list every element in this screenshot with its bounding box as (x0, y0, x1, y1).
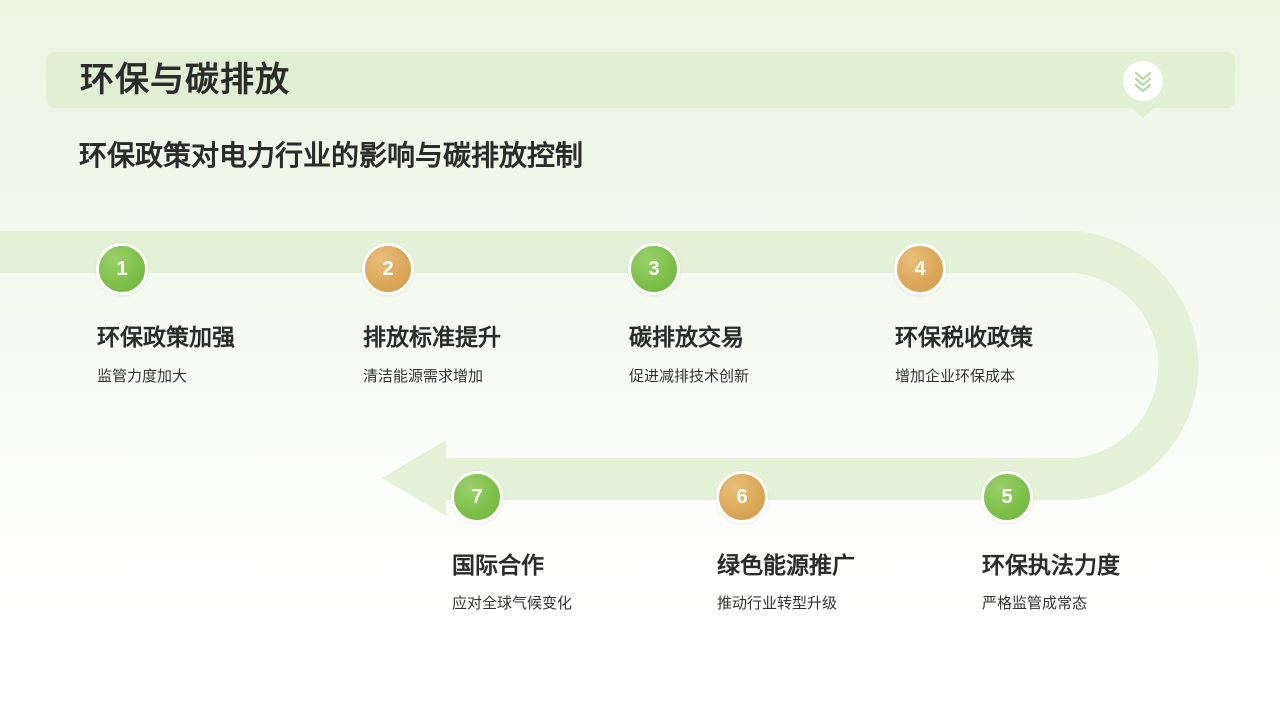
step-title: 排放标准提升 (363, 325, 501, 351)
step-title: 环保执法力度 (982, 553, 1120, 579)
step-desc: 严格监管成常态 (982, 594, 1088, 612)
step-number-badge: 3 (628, 243, 680, 295)
page-title: 环保与碳排放 (80, 60, 290, 100)
title-bar: 环保与碳排放 (46, 52, 1235, 118)
subtitle: 环保政策对电力行业的影响与碳排放控制 (79, 139, 584, 172)
step-desc: 清洁能源需求增加 (363, 367, 484, 385)
step-number-badge: 6 (716, 471, 768, 523)
step-desc: 推动行业转型升级 (717, 594, 838, 612)
step-number-badge: 5 (981, 471, 1033, 523)
double-chevron-down-icon (1123, 61, 1163, 101)
step-number-badge: 1 (96, 243, 148, 295)
step-desc: 监管力度加大 (97, 367, 188, 385)
step-number-badge: 2 (362, 243, 414, 295)
step-title: 环保政策加强 (97, 325, 235, 351)
step-number-badge: 4 (894, 243, 946, 295)
step-number-badge: 7 (451, 471, 503, 523)
step-desc: 增加企业环保成本 (895, 367, 1016, 385)
step-title: 绿色能源推广 (717, 553, 855, 579)
step-title: 碳排放交易 (629, 325, 744, 351)
title-pointer (1132, 108, 1154, 118)
step-desc: 应对全球气候变化 (452, 594, 573, 612)
step-title: 国际合作 (452, 553, 544, 579)
step-desc: 促进减排技术创新 (629, 367, 750, 385)
step-title: 环保税收政策 (895, 325, 1033, 351)
